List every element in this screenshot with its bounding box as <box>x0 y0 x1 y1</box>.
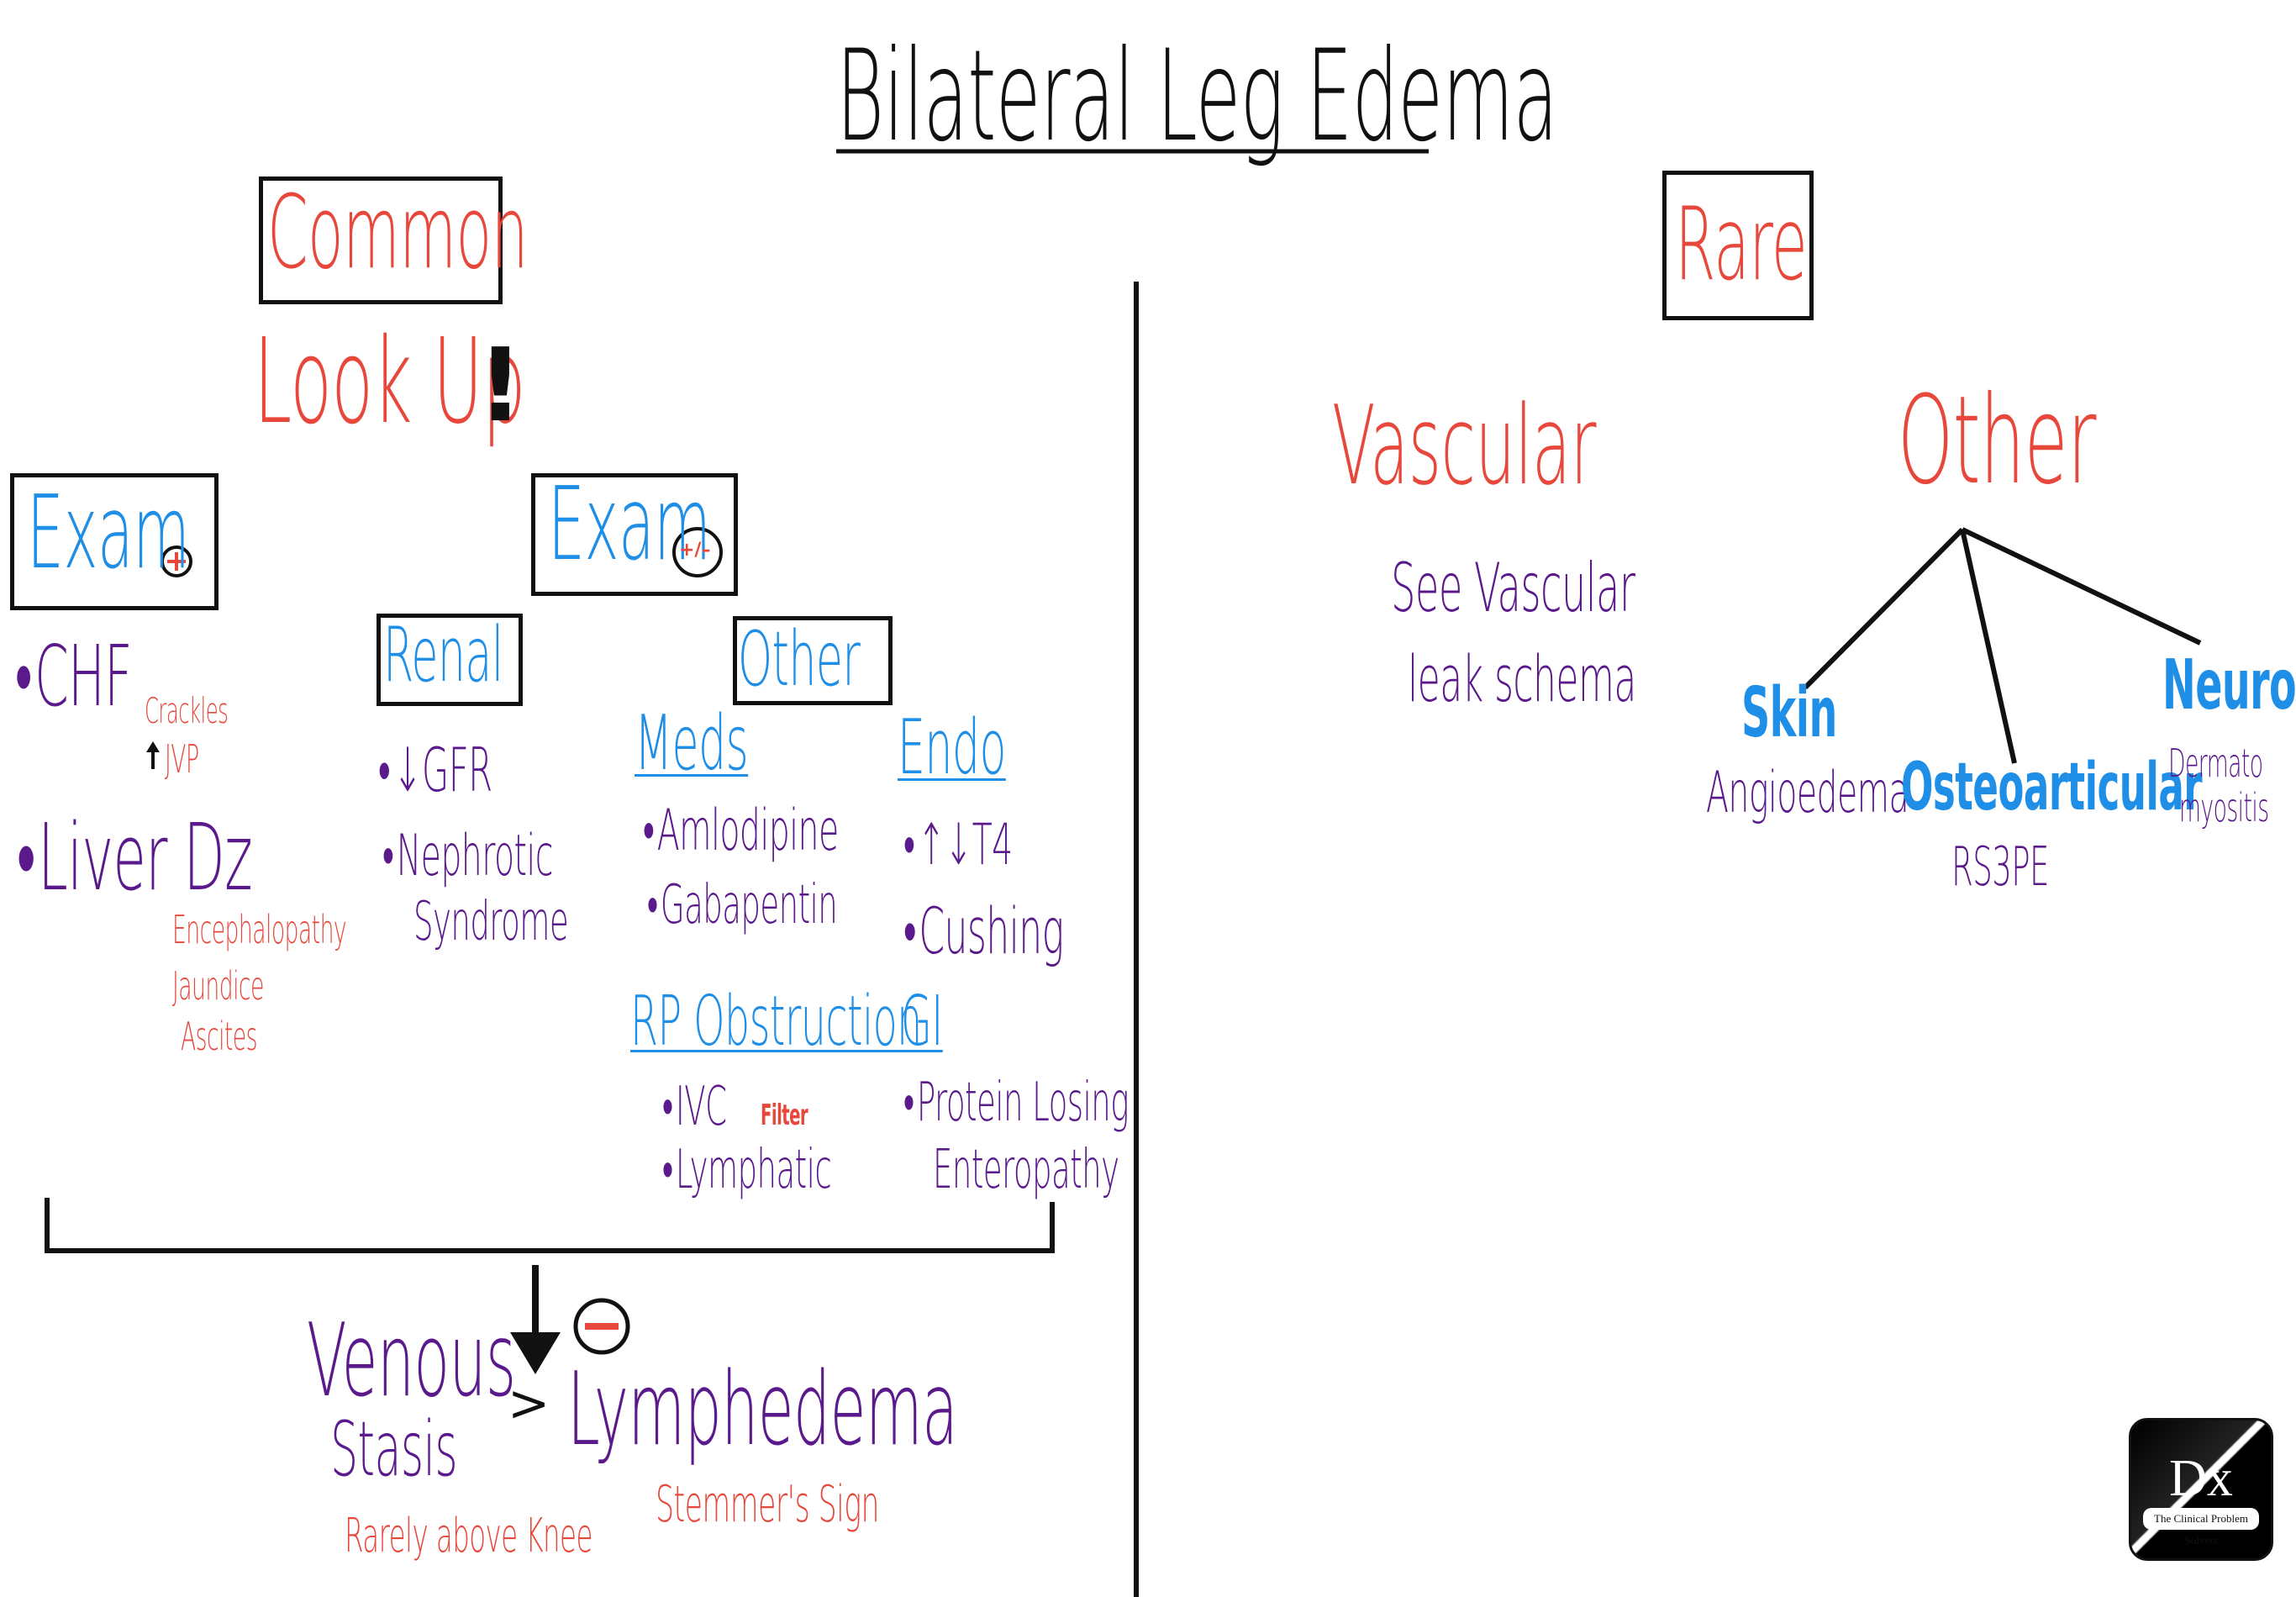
gi-heading: GI <box>901 982 943 1062</box>
common-other-heading: Other <box>738 615 861 704</box>
renal-gfr: ↓GFR <box>378 740 493 800</box>
liver-note-encephalopathy: Encephalopathy <box>172 907 347 952</box>
rare-box <box>1662 171 1814 320</box>
renal-nephrotic: Nephrotic <box>382 828 554 885</box>
endo-t4: ↑↓T4 <box>903 817 1014 874</box>
skin-item: Angioedema <box>1706 760 1909 826</box>
rare-other-heading: Other <box>1898 370 2096 512</box>
exam-positive-box <box>10 473 219 610</box>
venous-label: Venous <box>307 1303 516 1420</box>
merge-bracket <box>45 1198 1055 1253</box>
lymphedema-note: Stemmer's Sign <box>656 1475 880 1534</box>
rare-heading: Rare <box>1675 187 1808 303</box>
vascular-heading: Vascular <box>1332 382 1597 509</box>
plus-minus-circle <box>672 527 723 577</box>
greater-than-sign: > <box>508 1374 550 1433</box>
venous-note: Rarely above Knee <box>345 1509 592 1563</box>
exam-plus-minus-box <box>531 473 738 596</box>
tree-branch-osteo <box>1960 529 2017 764</box>
rp-ivc: IVC <box>662 1080 727 1134</box>
stasis-label: Stasis <box>330 1405 458 1494</box>
renal-box <box>377 614 523 706</box>
osteo-item: RS3PE <box>1951 836 2049 899</box>
osteo-heading: Osteoarticular <box>1901 750 2203 825</box>
renal-syndrome: Syndrome <box>413 891 569 953</box>
rp-lymphatic: Lymphatic <box>662 1143 832 1197</box>
logo-caption: The Clinical Problem Solvers <box>2143 1508 2259 1547</box>
rp-filter: Filter <box>761 1099 808 1132</box>
clinical-problem-solvers-logo: Dx The Clinical Problem Solvers <box>2129 1418 2273 1561</box>
liver-note-ascites: Ascites <box>181 1014 258 1059</box>
tree-branch-neuro <box>1961 527 2202 646</box>
gi-protein-losing: Protein Losing <box>903 1076 1130 1130</box>
logo-mark: Dx <box>2169 1450 2233 1507</box>
liver-note-jaundice: Jaundice <box>172 963 264 1009</box>
meds-amlodipine: Amlodipine <box>643 803 840 860</box>
renal-heading: Renal <box>383 611 503 699</box>
plus-minus-sign: +/– <box>679 540 711 561</box>
liver-label: Liver Dz <box>17 811 252 904</box>
vascular-line-2: leak schema <box>1408 641 1636 716</box>
meds-gabapentin: Gabapentin <box>647 878 838 932</box>
common-box <box>259 177 503 304</box>
exam-plus-minus-label: Exam <box>548 466 711 583</box>
lymphedema-label: Lymphedema <box>567 1352 958 1468</box>
chf-label: CHF <box>15 635 132 719</box>
gi-enteropathy: Enteropathy <box>933 1139 1119 1201</box>
vascular-line-1: See Vascular <box>1391 549 1635 627</box>
exclamation-mark: ! <box>477 328 524 445</box>
exam-positive-label: Exam <box>27 475 190 592</box>
plus-circle <box>161 546 192 577</box>
minus-circle <box>573 1298 630 1355</box>
common-heading: Common <box>267 175 529 292</box>
neuro-item-2: myositis <box>2179 785 2269 830</box>
chf-note-jvp: JVP <box>165 736 199 782</box>
tree-branch-skin <box>1803 527 1965 690</box>
look-up-label: Look Up <box>254 314 526 451</box>
skin-heading: Skin <box>1741 673 1837 753</box>
endo-heading: Endo <box>898 704 1006 792</box>
endo-cushing: Cushing <box>903 899 1064 963</box>
neuro-heading: Neuro <box>2162 646 2296 725</box>
page-title: Bilateral Leg Edema <box>836 24 1558 170</box>
meds-heading: Meds <box>635 699 749 788</box>
chf-note-crackles: Crackles <box>145 690 229 731</box>
neuro-item-1: Dermato <box>2168 741 2263 786</box>
down-arrow-head <box>510 1332 561 1374</box>
common-other-box <box>733 616 893 705</box>
rp-obstruction-heading: RP Obstruction <box>630 982 922 1062</box>
